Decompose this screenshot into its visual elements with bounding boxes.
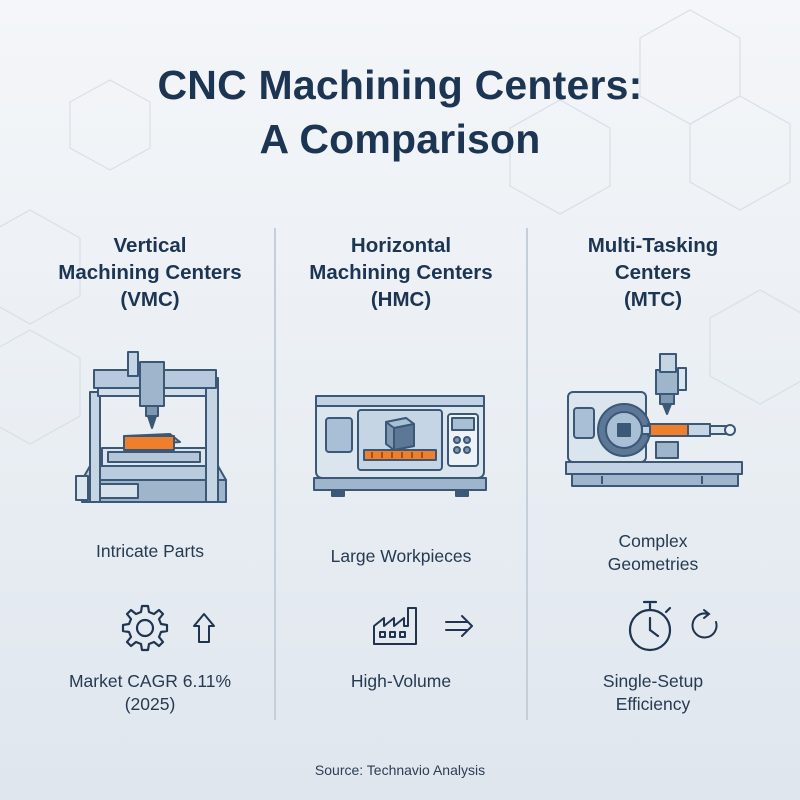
metric-line: (2025) [124, 694, 176, 714]
stopwatch-icon [628, 600, 672, 652]
metric-label-mtc: Single-Setup Efficiency [528, 670, 778, 716]
column-divider-2 [526, 228, 528, 720]
icon-row-vmc [121, 604, 215, 652]
heading-line: Centers [614, 261, 692, 284]
column-heading-vmc: Vertical Machining Centers (VMC) [25, 232, 275, 313]
multi-tasking-center-illustration [565, 353, 743, 487]
page-title: CNC Machining Centers: A Comparison [0, 58, 800, 166]
source-note: Source: Technavio Analysis [314, 762, 486, 778]
refresh-icon [691, 609, 718, 639]
gear-icon [121, 604, 169, 652]
column-vmc: Vertical Machining Centers (VMC) [25, 232, 275, 313]
column-hmc: Horizontal Machining Centers (HMC) [276, 232, 526, 313]
feature-line: Geometries [607, 554, 699, 574]
heading-line: (MTC) [623, 288, 683, 311]
heading-line: Horizontal [350, 234, 452, 257]
column-heading-hmc: Horizontal Machining Centers (HMC) [276, 232, 526, 313]
column-mtc: Multi-Tasking Centers (MTC) [528, 232, 778, 313]
arrow-right-icon [445, 615, 473, 637]
heading-line: Multi-Tasking [587, 234, 719, 257]
metric-label-hmc: High-Volume [276, 670, 526, 693]
heading-line: Vertical [113, 234, 187, 257]
feature-label-mtc: Complex Geometries [528, 530, 778, 576]
metric-line: High-Volume [350, 671, 452, 691]
arrow-up-icon [193, 613, 215, 643]
horizontal-machining-center-illustration [313, 395, 487, 497]
title-line-1: CNC Machining Centers: [157, 62, 643, 108]
metric-line: Single-Setup [602, 671, 704, 691]
icon-row-hmc [373, 607, 473, 645]
feature-line: Large Workpieces [330, 546, 472, 566]
feature-line: Complex [618, 531, 688, 551]
vertical-machining-center-illustration [75, 351, 227, 503]
factory-icon [373, 607, 417, 645]
heading-line: Machining Centers [309, 261, 493, 284]
metric-line: Efficiency [615, 694, 691, 714]
metric-label-vmc: Market CAGR 6.11% (2025) [25, 670, 275, 716]
column-divider-1 [274, 228, 276, 720]
icon-row-mtc [628, 600, 718, 652]
heading-line: Machining Centers [58, 261, 242, 284]
feature-line: Intricate Parts [96, 541, 204, 561]
feature-label-hmc: Large Workpieces [276, 545, 526, 568]
metric-line: Market CAGR 6.11% [68, 671, 232, 691]
heading-line: (VMC) [120, 288, 180, 311]
column-heading-mtc: Multi-Tasking Centers (MTC) [528, 232, 778, 313]
heading-line: (HMC) [370, 288, 432, 311]
feature-label-vmc: Intricate Parts [25, 540, 275, 563]
title-line-2: A Comparison [259, 116, 541, 162]
